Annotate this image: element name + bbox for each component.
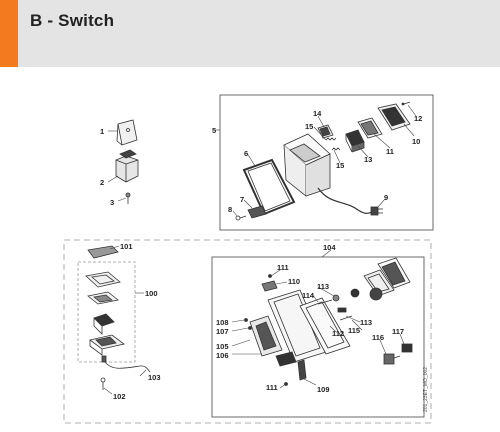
part-15-spring: [325, 137, 341, 151]
header-accent: [0, 0, 18, 67]
callout-117: 117: [392, 327, 404, 336]
callout-114: 114: [302, 291, 315, 300]
callout-104: 104: [323, 243, 336, 252]
page-title: B - Switch: [30, 11, 115, 30]
callout-12: 12: [414, 114, 422, 123]
part-9-cable: [317, 187, 383, 216]
part-5-housing: [283, 133, 331, 197]
part-103-cable: [101, 355, 151, 373]
callout-103: 103: [148, 373, 161, 382]
callout-7: 7: [240, 195, 244, 204]
callout-106: 106: [216, 351, 229, 360]
callout-112: 112: [332, 329, 344, 338]
part-1-cover: [116, 119, 138, 146]
callout-11: 11: [386, 147, 394, 156]
callout-113b: 113: [360, 318, 372, 327]
callout-9: 9: [384, 193, 388, 202]
part-14-square: [317, 124, 334, 139]
callout-14: 14: [313, 109, 322, 118]
callout-108: 108: [216, 318, 229, 327]
part-10-frame: [377, 103, 411, 131]
callout-10: 10: [412, 137, 420, 146]
callout-15a: 15: [305, 122, 313, 131]
callout-115: 115: [348, 326, 360, 335]
callout-101: 101: [120, 242, 133, 251]
callout-1: 1: [100, 127, 104, 136]
callout-2: 2: [100, 178, 104, 187]
part-13-button: [345, 129, 365, 153]
part-100-assembly: [85, 271, 125, 356]
callout-116: 116: [372, 333, 384, 342]
callout-5: 5: [212, 126, 216, 135]
part-12-screw: [401, 101, 411, 106]
callout-15b: 15: [336, 161, 344, 170]
part-8-screw: [235, 215, 247, 221]
part-3-screw: [125, 192, 131, 204]
group-box-dashed: [63, 239, 432, 424]
part-2-switch: [115, 149, 139, 183]
callout-6: 6: [244, 149, 248, 158]
part-11-frame: [357, 117, 383, 139]
callout-111b: 111: [266, 383, 278, 392]
header-bar: [0, 0, 500, 67]
part-102-screw: [100, 377, 106, 390]
part-7-clip: [247, 205, 267, 219]
callout-13: 13: [364, 155, 372, 164]
callout-8: 8: [228, 205, 232, 214]
callout-102: 102: [113, 392, 126, 401]
part-6-gasket: [242, 158, 296, 216]
group-box-100: [77, 261, 136, 363]
callout-110: 110: [288, 277, 300, 286]
callout-3: 3: [110, 198, 114, 207]
callout-113a: 113: [317, 282, 329, 291]
part-104-assembly: [244, 257, 413, 386]
callout-105: 105: [216, 342, 229, 351]
callout-109: 109: [317, 385, 330, 394]
callout-100: 100: [145, 289, 158, 298]
callout-111a: 111: [277, 263, 289, 272]
image-code: 201_23ET_MO_002: [423, 367, 429, 412]
callout-107: 107: [216, 327, 229, 336]
